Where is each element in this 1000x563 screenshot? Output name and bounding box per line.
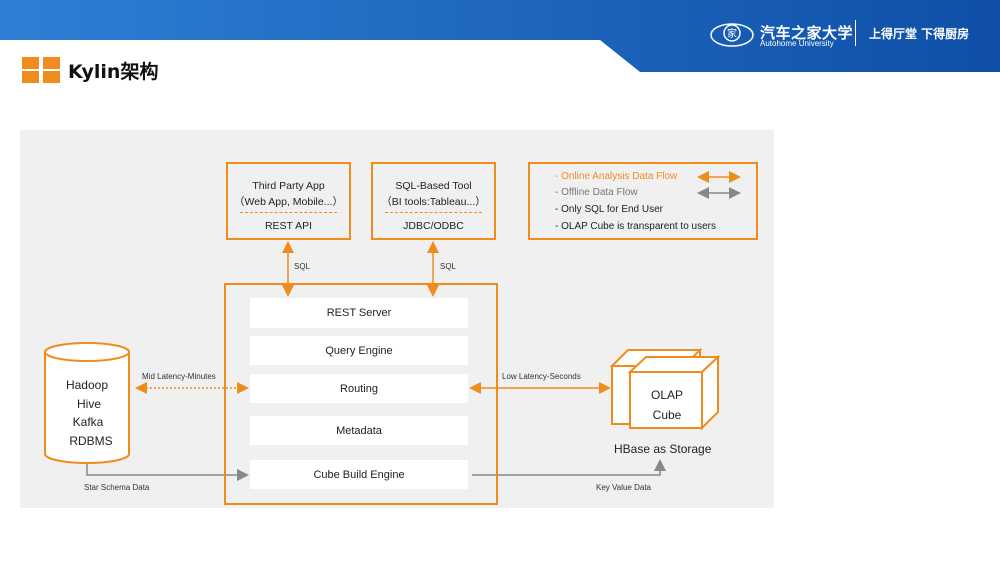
routing: Routing xyxy=(250,374,468,403)
source-hadoop: Hadoop xyxy=(65,378,109,392)
olap-cube-icon xyxy=(609,347,721,431)
client-subtitle: （Web App, Mobile...） xyxy=(234,196,343,208)
svg-text:家: 家 xyxy=(727,27,737,40)
brand-name-en: Autohome University xyxy=(760,39,834,48)
olap-label: OLAP xyxy=(650,388,683,402)
hbase-storage-label: HBase as Storage xyxy=(614,442,712,456)
key-value-arrow xyxy=(472,459,666,476)
autohome-logo-icon: 家 xyxy=(708,18,848,50)
source-hive: Hive xyxy=(76,397,101,411)
client-subtitle: （BI tools:Tableau...） xyxy=(381,196,486,208)
rest-server: REST Server xyxy=(250,298,468,328)
legend-box xyxy=(528,162,758,240)
key-value-label: Key Value Data xyxy=(596,483,651,492)
legend-online: - Online Analysis Data Flow xyxy=(555,171,678,182)
star-schema-label: Star Schema Data xyxy=(84,483,150,492)
client-title: Third Party App xyxy=(252,180,325,192)
client-divider xyxy=(240,212,337,213)
client-title: SQL-Based Tool xyxy=(395,180,472,192)
title-grid-icon xyxy=(22,57,60,83)
legend-offline: - Offline Data Flow xyxy=(555,187,638,198)
client-sql-tool: SQL-Based Tool （BI tools:Tableau...） JDB… xyxy=(371,162,496,240)
mid-latency-label: Mid Latency-Minutes xyxy=(142,372,216,381)
sql-label-left: SQL xyxy=(294,262,311,271)
legend-cube-transparent: - OLAP Cube is transparent to users xyxy=(555,221,717,232)
cube-build-engine: Cube Build Engine xyxy=(250,460,468,489)
source-kafka: Kafka xyxy=(72,415,104,429)
client-third-party-app: Third Party App （Web App, Mobile...） RES… xyxy=(226,162,351,240)
database-cylinder-icon xyxy=(44,342,130,464)
query-engine: Query Engine xyxy=(250,336,468,365)
cube-label: Cube xyxy=(652,408,682,422)
header-banner xyxy=(0,0,1000,72)
star-schema-arrow xyxy=(86,462,249,481)
client-divider xyxy=(385,212,482,213)
header-slogan: 上得厅堂 下得厨房 xyxy=(869,27,970,41)
header-divider xyxy=(855,20,856,46)
brand-name-cn: 汽车之家大学 xyxy=(760,24,854,42)
client-api: REST API xyxy=(264,220,313,232)
kylin-server-box xyxy=(224,283,498,505)
source-rdbms: RDBMS xyxy=(69,434,113,448)
low-latency-label: Low Latency-Seconds xyxy=(502,372,581,381)
sql-label-right: SQL xyxy=(440,262,457,271)
client-api: JDBC/ODBC xyxy=(403,220,464,232)
legend-sql-only: - Only SQL for End User xyxy=(555,204,663,215)
metadata: Metadata xyxy=(250,416,468,445)
page-title: Kylin架构 xyxy=(68,61,159,83)
